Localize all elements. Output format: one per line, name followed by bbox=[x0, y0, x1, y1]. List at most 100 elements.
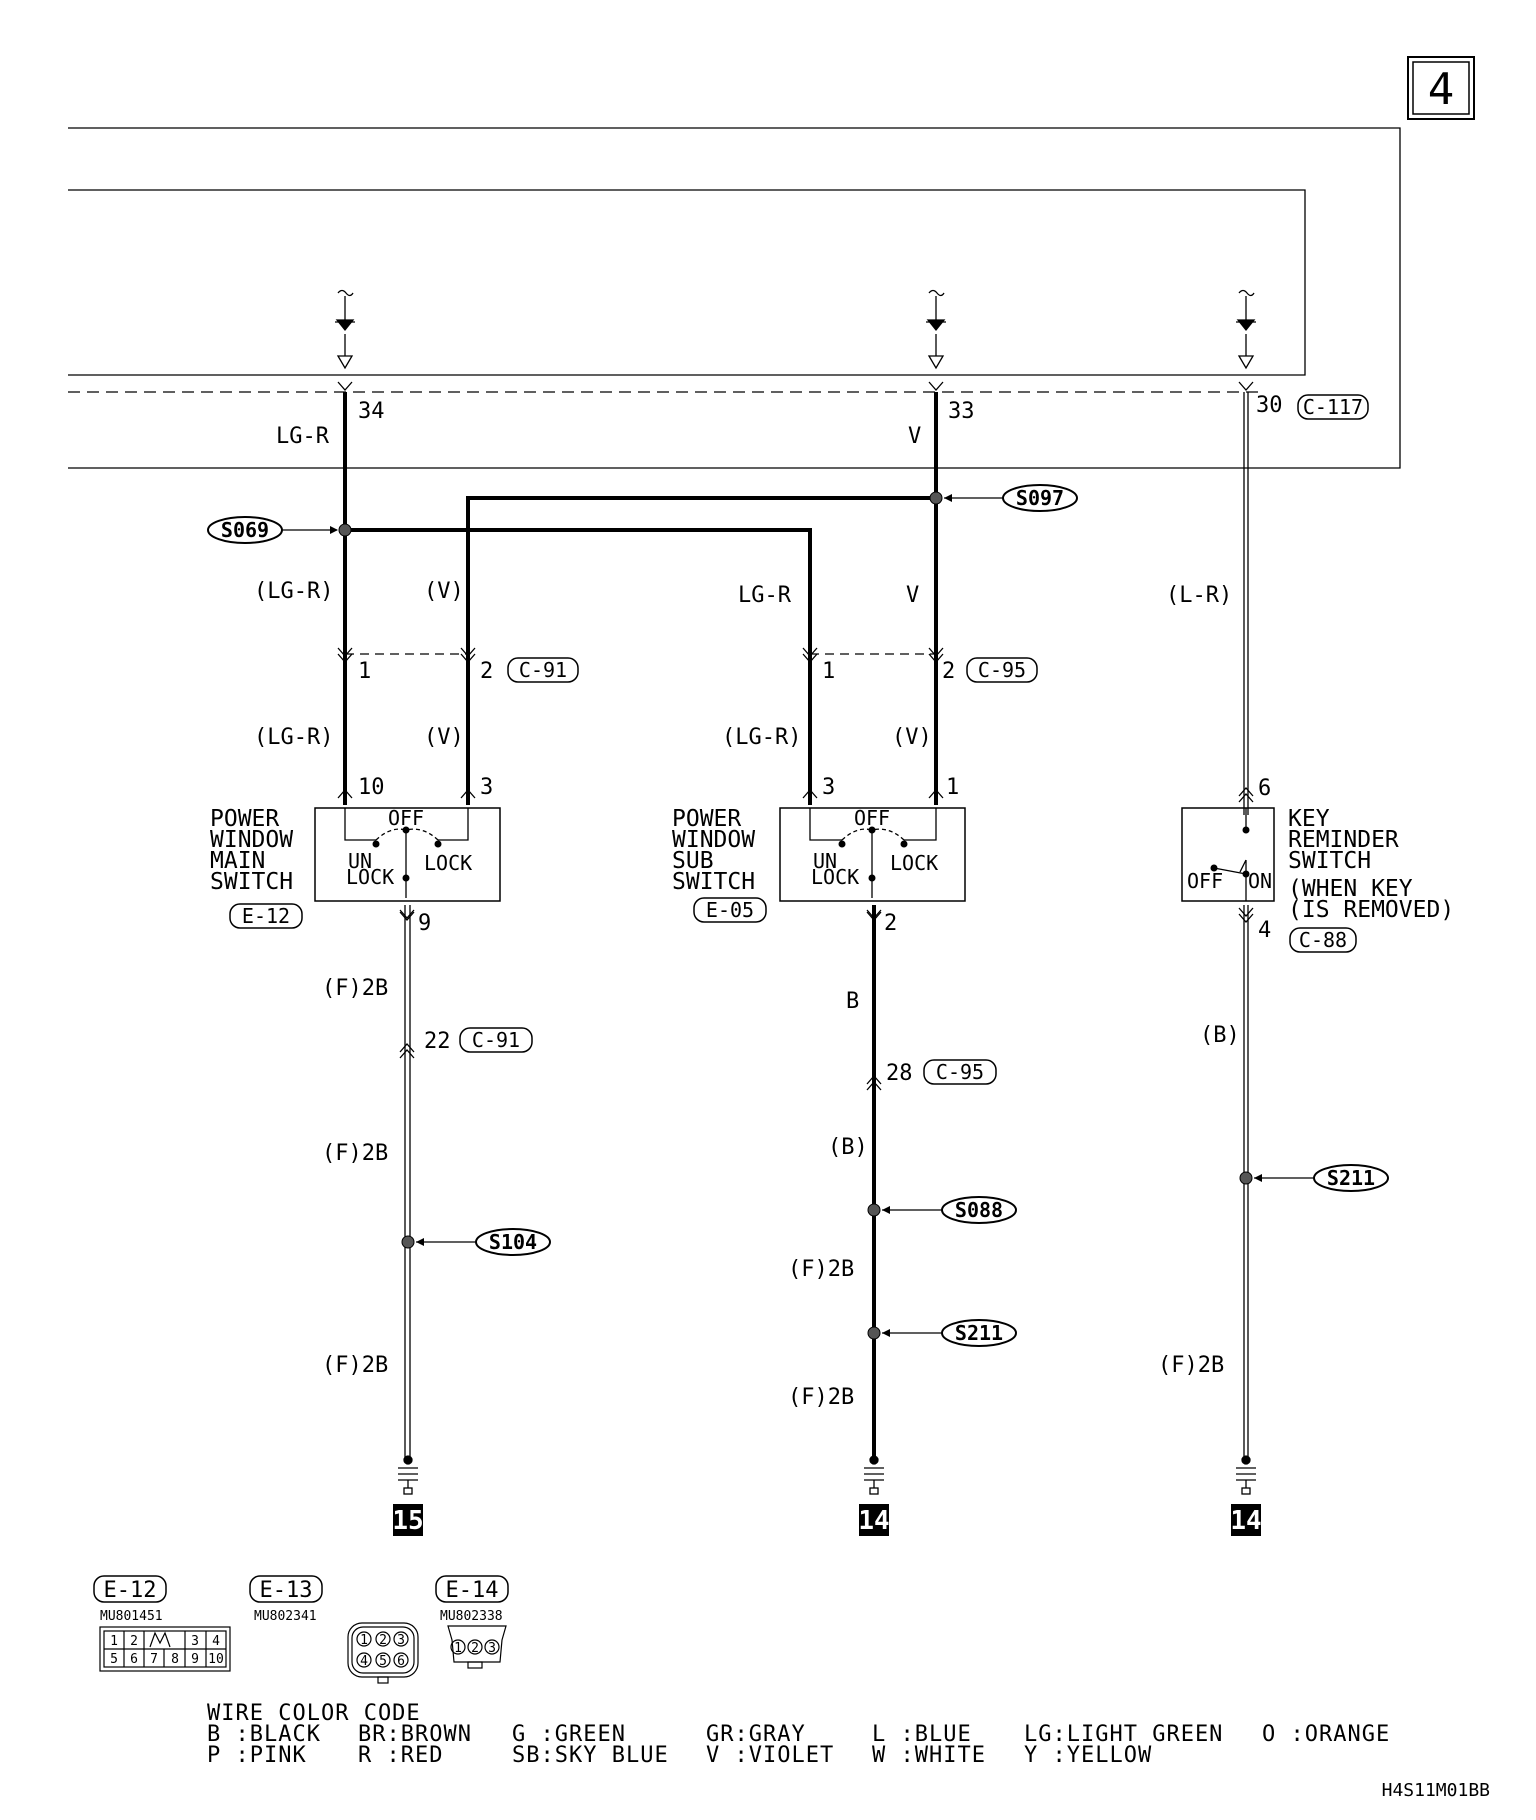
cc-g: G :GREEN bbox=[512, 1722, 626, 1747]
e12-pin-5: 5 bbox=[110, 1652, 118, 1667]
e12-pin-3: 3 bbox=[191, 1634, 199, 1649]
ground-number-left: 15 bbox=[392, 1506, 423, 1536]
main-switch-off: OFF bbox=[388, 806, 424, 830]
ground-badge-left: 15 bbox=[392, 1504, 424, 1536]
e12-pin-8: 8 bbox=[171, 1652, 179, 1667]
wire-label-mid-down-b: B bbox=[846, 989, 859, 1014]
sub-switch-un-lock: LOCK bbox=[811, 865, 859, 889]
wire-label-right-down-2: (F)2B bbox=[1158, 1353, 1224, 1378]
splice-s211-right: S211 bbox=[1254, 1164, 1389, 1192]
sub-switch-un: UN bbox=[813, 849, 837, 873]
e12-pin-4: 4 bbox=[212, 1634, 220, 1649]
ground-number-center: 14 bbox=[858, 1506, 889, 1536]
wire-label-mid-lower-v: (V) bbox=[892, 725, 932, 750]
wire-label-left-down-2: (F)2B bbox=[322, 1141, 388, 1166]
c95-pin-2: 2 bbox=[942, 659, 955, 684]
key-reminder-switch: 6 OFF ON KEY REMINDER SWITCH (WHEN KEY (… bbox=[1181, 776, 1454, 953]
drawing-code: H4S11M01BB bbox=[1382, 1780, 1490, 1801]
splice-s069-label: S069 bbox=[221, 518, 269, 542]
key-switch-title-1: KEY bbox=[1288, 806, 1330, 832]
wire-label-right-upper: (L-R) bbox=[1166, 583, 1232, 608]
splice-s097-label: S097 bbox=[1016, 486, 1064, 510]
e13-pin-1: 1 bbox=[360, 1633, 368, 1648]
ground-number-right: 14 bbox=[1230, 1506, 1261, 1536]
key-switch-title-2: REMINDER bbox=[1288, 827, 1399, 853]
splice-s069: S069 bbox=[207, 516, 338, 544]
e13-pin-4: 4 bbox=[360, 1654, 368, 1669]
e12-pin-10: 10 bbox=[208, 1652, 224, 1667]
wire-label-left-lower-lg-r: (LG-R) bbox=[254, 725, 333, 750]
ecu-pin-33: 33 bbox=[948, 399, 975, 424]
wire-label-left-down-1: (F)2B bbox=[322, 976, 388, 1001]
connector-view-e12: E-12 MU801451 1 2 3 4 5 6 7 8 9 10 bbox=[93, 1575, 231, 1672]
e14-pin-3: 3 bbox=[488, 1641, 496, 1656]
e14-pin-1: 1 bbox=[454, 1641, 462, 1656]
e13-pin-6: 6 bbox=[397, 1654, 405, 1669]
c91-pin-2: 2 bbox=[480, 659, 493, 684]
wire-label-mid-lower-lg-r: (LG-R) bbox=[722, 725, 801, 750]
c91-bottom-connector: C-91 bbox=[472, 1028, 520, 1052]
page-number-box: 4 bbox=[1407, 56, 1475, 120]
sub-switch-title-1: POWER bbox=[672, 806, 741, 832]
wire-label-mid-upper-v: V bbox=[906, 583, 919, 608]
wire-label-mid-down-3: (F)2B bbox=[788, 1257, 854, 1282]
main-switch-title-3: MAIN bbox=[210, 848, 265, 874]
e14-pin-2: 2 bbox=[471, 1641, 479, 1656]
wire-label-mid-down-paren-b: (B) bbox=[828, 1135, 868, 1160]
sub-switch-title-2: WINDOW bbox=[672, 827, 755, 853]
cc-gr: GR:GRAY bbox=[706, 1722, 806, 1747]
sub-switch-title-3: SUB bbox=[672, 848, 714, 874]
wire-label-left-upper-v: (V) bbox=[424, 579, 464, 604]
c95-bottom-pin: 28 bbox=[886, 1061, 913, 1086]
sub-switch-title-4: SWITCH bbox=[672, 869, 755, 895]
wire-label-right-down-b: (B) bbox=[1200, 1023, 1240, 1048]
main-switch-un-lock: LOCK bbox=[346, 865, 394, 889]
ecu-wire-v: V bbox=[908, 424, 921, 449]
e12-pin-7: 7 bbox=[150, 1652, 158, 1667]
c95-pin-1: 1 bbox=[822, 659, 835, 684]
c95-bottom-connector: C-95 bbox=[936, 1060, 984, 1084]
main-switch-un: UN bbox=[348, 849, 372, 873]
key-switch-pin-6: 6 bbox=[1258, 776, 1271, 801]
splice-s088: S088 bbox=[882, 1196, 1017, 1224]
splice-s104: S104 bbox=[416, 1228, 551, 1256]
main-switch-pin-3: 3 bbox=[480, 775, 493, 800]
cc-o: O :ORANGE bbox=[1262, 1722, 1390, 1747]
sub-switch-pin-3: 3 bbox=[822, 775, 835, 800]
ecu-outline bbox=[68, 127, 1401, 469]
c95-connector-label: C-95 bbox=[978, 658, 1026, 682]
wire-label-left-lower-v: (V) bbox=[424, 725, 464, 750]
key-switch-off: OFF bbox=[1187, 869, 1223, 893]
e12-code: E-12 bbox=[104, 1578, 157, 1603]
main-switch-connector: E-12 bbox=[242, 904, 290, 928]
cc-y: Y :YELLOW bbox=[1024, 1743, 1152, 1768]
splice-s211-center-label: S211 bbox=[955, 1321, 1003, 1345]
ground-symbols bbox=[398, 1455, 1256, 1495]
cc-b: B :BLACK bbox=[207, 1722, 321, 1747]
connector-view-e13: E-13 MU802341 1 2 3 4 5 6 bbox=[249, 1575, 419, 1684]
key-switch-note-2: (IS REMOVED) bbox=[1288, 897, 1454, 923]
e14-part: MU802338 bbox=[440, 1609, 503, 1624]
main-switch-lock: LOCK bbox=[424, 851, 472, 875]
main-switch-title-4: SWITCH bbox=[210, 869, 293, 895]
e12-pin-6: 6 bbox=[130, 1652, 138, 1667]
main-switch-title-2: WINDOW bbox=[210, 827, 293, 853]
wire-label-mid-upper-lg-r: LG-R bbox=[738, 583, 792, 608]
c95-connector-tag: C-95 bbox=[966, 657, 1038, 683]
sub-switch-pin-2: 2 bbox=[884, 911, 897, 936]
main-switch-title-1: POWER bbox=[210, 806, 279, 832]
sub-switch-connector: E-05 bbox=[706, 898, 754, 922]
c91-bottom-pin: 22 bbox=[424, 1029, 451, 1054]
splice-s097: S097 bbox=[944, 484, 1078, 512]
key-switch-note-1: (WHEN KEY bbox=[1288, 876, 1413, 902]
e13-pin-5: 5 bbox=[379, 1654, 387, 1669]
ecu-pin-34: 34 bbox=[358, 399, 385, 424]
power-window-sub-switch: 3 1 OFF UN LOCK LOCK POWER WINDOW SUB SW… bbox=[672, 775, 966, 936]
e12-part: MU801451 bbox=[100, 1609, 163, 1624]
splice-s104-label: S104 bbox=[489, 1230, 537, 1254]
c91-connector-label: C-91 bbox=[519, 658, 567, 682]
key-switch-title-3: SWITCH bbox=[1288, 848, 1371, 874]
wire-label-left-down-3: (F)2B bbox=[322, 1353, 388, 1378]
key-switch-pin-4: 4 bbox=[1258, 918, 1271, 943]
c91-pin-1: 1 bbox=[358, 659, 371, 684]
